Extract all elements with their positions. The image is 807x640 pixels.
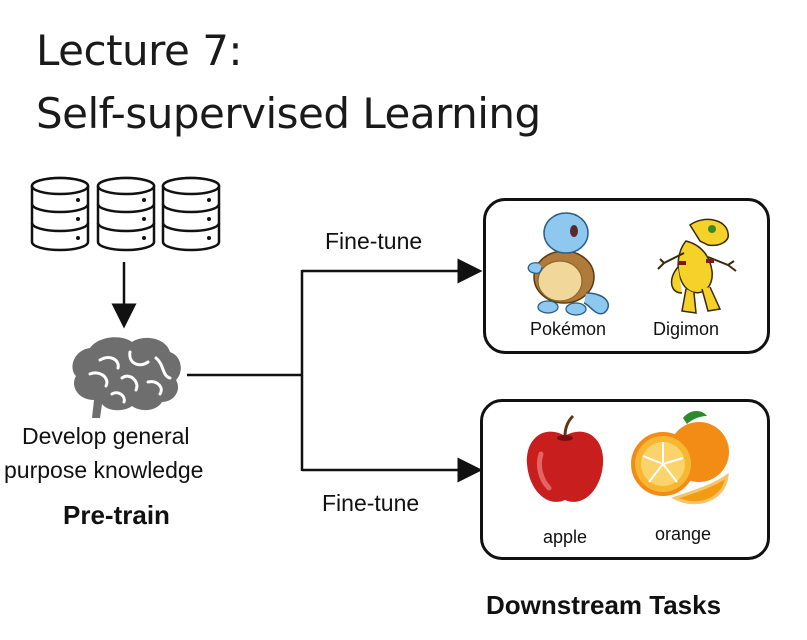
agumon-image bbox=[657, 218, 737, 314]
task-box-apple-orange: apple orange bbox=[480, 399, 770, 560]
database-icon bbox=[30, 176, 90, 252]
apple-image bbox=[526, 414, 604, 502]
finetune-label-bottom: Fine-tune bbox=[322, 490, 420, 516]
finetune-label-top: Fine-tune bbox=[325, 228, 423, 254]
task-box-pokemon-digimon: Pokémon Digimon bbox=[483, 198, 770, 354]
task-label-digimon: Digimon bbox=[653, 319, 720, 339]
orange-image bbox=[631, 411, 729, 505]
task-label-orange: orange bbox=[655, 524, 712, 544]
pretrain-description-line-1: Develop general bbox=[22, 423, 190, 449]
brain-icon bbox=[72, 337, 181, 418]
title-line-1: Lecture 7: bbox=[36, 26, 243, 75]
database-icon bbox=[96, 176, 156, 252]
task-label-apple: apple bbox=[543, 527, 588, 547]
pretrain-label: Pre-train bbox=[63, 500, 170, 530]
database-icon bbox=[161, 176, 221, 252]
pretrain-description-line-2: purpose knowledge bbox=[4, 457, 204, 483]
title-line-2: Self-supervised Learning bbox=[36, 89, 541, 138]
squirtle-image bbox=[527, 212, 609, 316]
task-label-pokemon: Pokémon bbox=[530, 319, 607, 339]
downstream-tasks-caption: Downstream Tasks bbox=[486, 590, 722, 620]
